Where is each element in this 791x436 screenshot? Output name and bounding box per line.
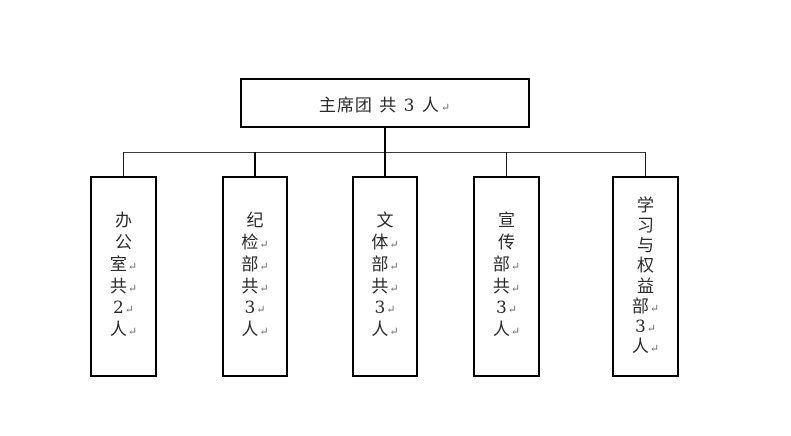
pilcrow-mark: ↵ [510,325,521,338]
pilcrow-mark: ↵ [440,100,452,114]
connector-drop-publicity [506,152,507,177]
org-node-publicity-label: 宣 传 部↵ 共↵ 3↵ 人↵ [492,211,521,340]
pilcrow-mark: ↵ [127,259,138,273]
org-node-office[interactable]: 办 公 室↵ 共↵ 2↵ 人↵ [90,176,157,377]
org-node-root[interactable]: 主席团 共 3 人↵ [240,78,530,128]
org-node-discipline-label: 纪 检↵ 部↵ 共↵ 3↵ 人↵ [241,211,269,340]
connector-drop-office [123,152,124,177]
org-node-root-label: 主席团 共 3 人↵ [318,95,452,116]
org-node-study-rights[interactable]: 学 习 与 权 益 部↵ 3↵ 人↵ [612,176,679,377]
pilcrow-mark: ↵ [510,259,521,273]
org-node-publicity[interactable]: 宣 传 部↵ 共↵ 3↵ 人↵ [473,176,540,377]
connector-drop-discipline [254,152,256,177]
pilcrow-mark: ↵ [389,259,399,273]
org-node-culture-sports[interactable]: 文 体↵ 部↵ 共↵ 3↵ 人↵ [352,176,418,377]
connector-drop-culture-sports [384,152,386,177]
org-node-study-rights-label: 学 习 与 权 益 部↵ 3↵ 人↵ [631,196,660,357]
pilcrow-mark: ↵ [259,259,269,273]
connector-drop-study-rights [645,152,646,177]
org-node-discipline[interactable]: 纪 检↵ 部↵ 共↵ 3↵ 人↵ [222,176,288,377]
pilcrow-mark: ↵ [124,303,135,317]
pilcrow-mark: ↵ [389,238,399,251]
pilcrow-mark: ↵ [389,281,399,295]
pilcrow-mark: ↵ [259,238,269,251]
pilcrow-mark: ↵ [386,303,396,317]
pilcrow-mark: ↵ [256,303,266,317]
pilcrow-mark: ↵ [259,325,269,338]
org-node-culture-sports-label: 文 体↵ 部↵ 共↵ 3↵ 人↵ [371,211,399,340]
pilcrow-mark: ↵ [127,325,138,338]
org-node-office-label: 办 公 室↵ 共↵ 2↵ 人↵ [109,211,138,340]
pilcrow-mark: ↵ [507,303,518,317]
pilcrow-mark: ↵ [389,325,399,338]
pilcrow-mark: ↵ [646,321,657,335]
pilcrow-mark: ↵ [259,281,269,295]
pilcrow-mark: ↵ [649,341,660,355]
pilcrow-mark: ↵ [127,281,138,295]
pilcrow-mark: ↵ [510,281,521,295]
connector-root-stem [384,128,386,153]
pilcrow-mark: ↵ [649,301,660,315]
